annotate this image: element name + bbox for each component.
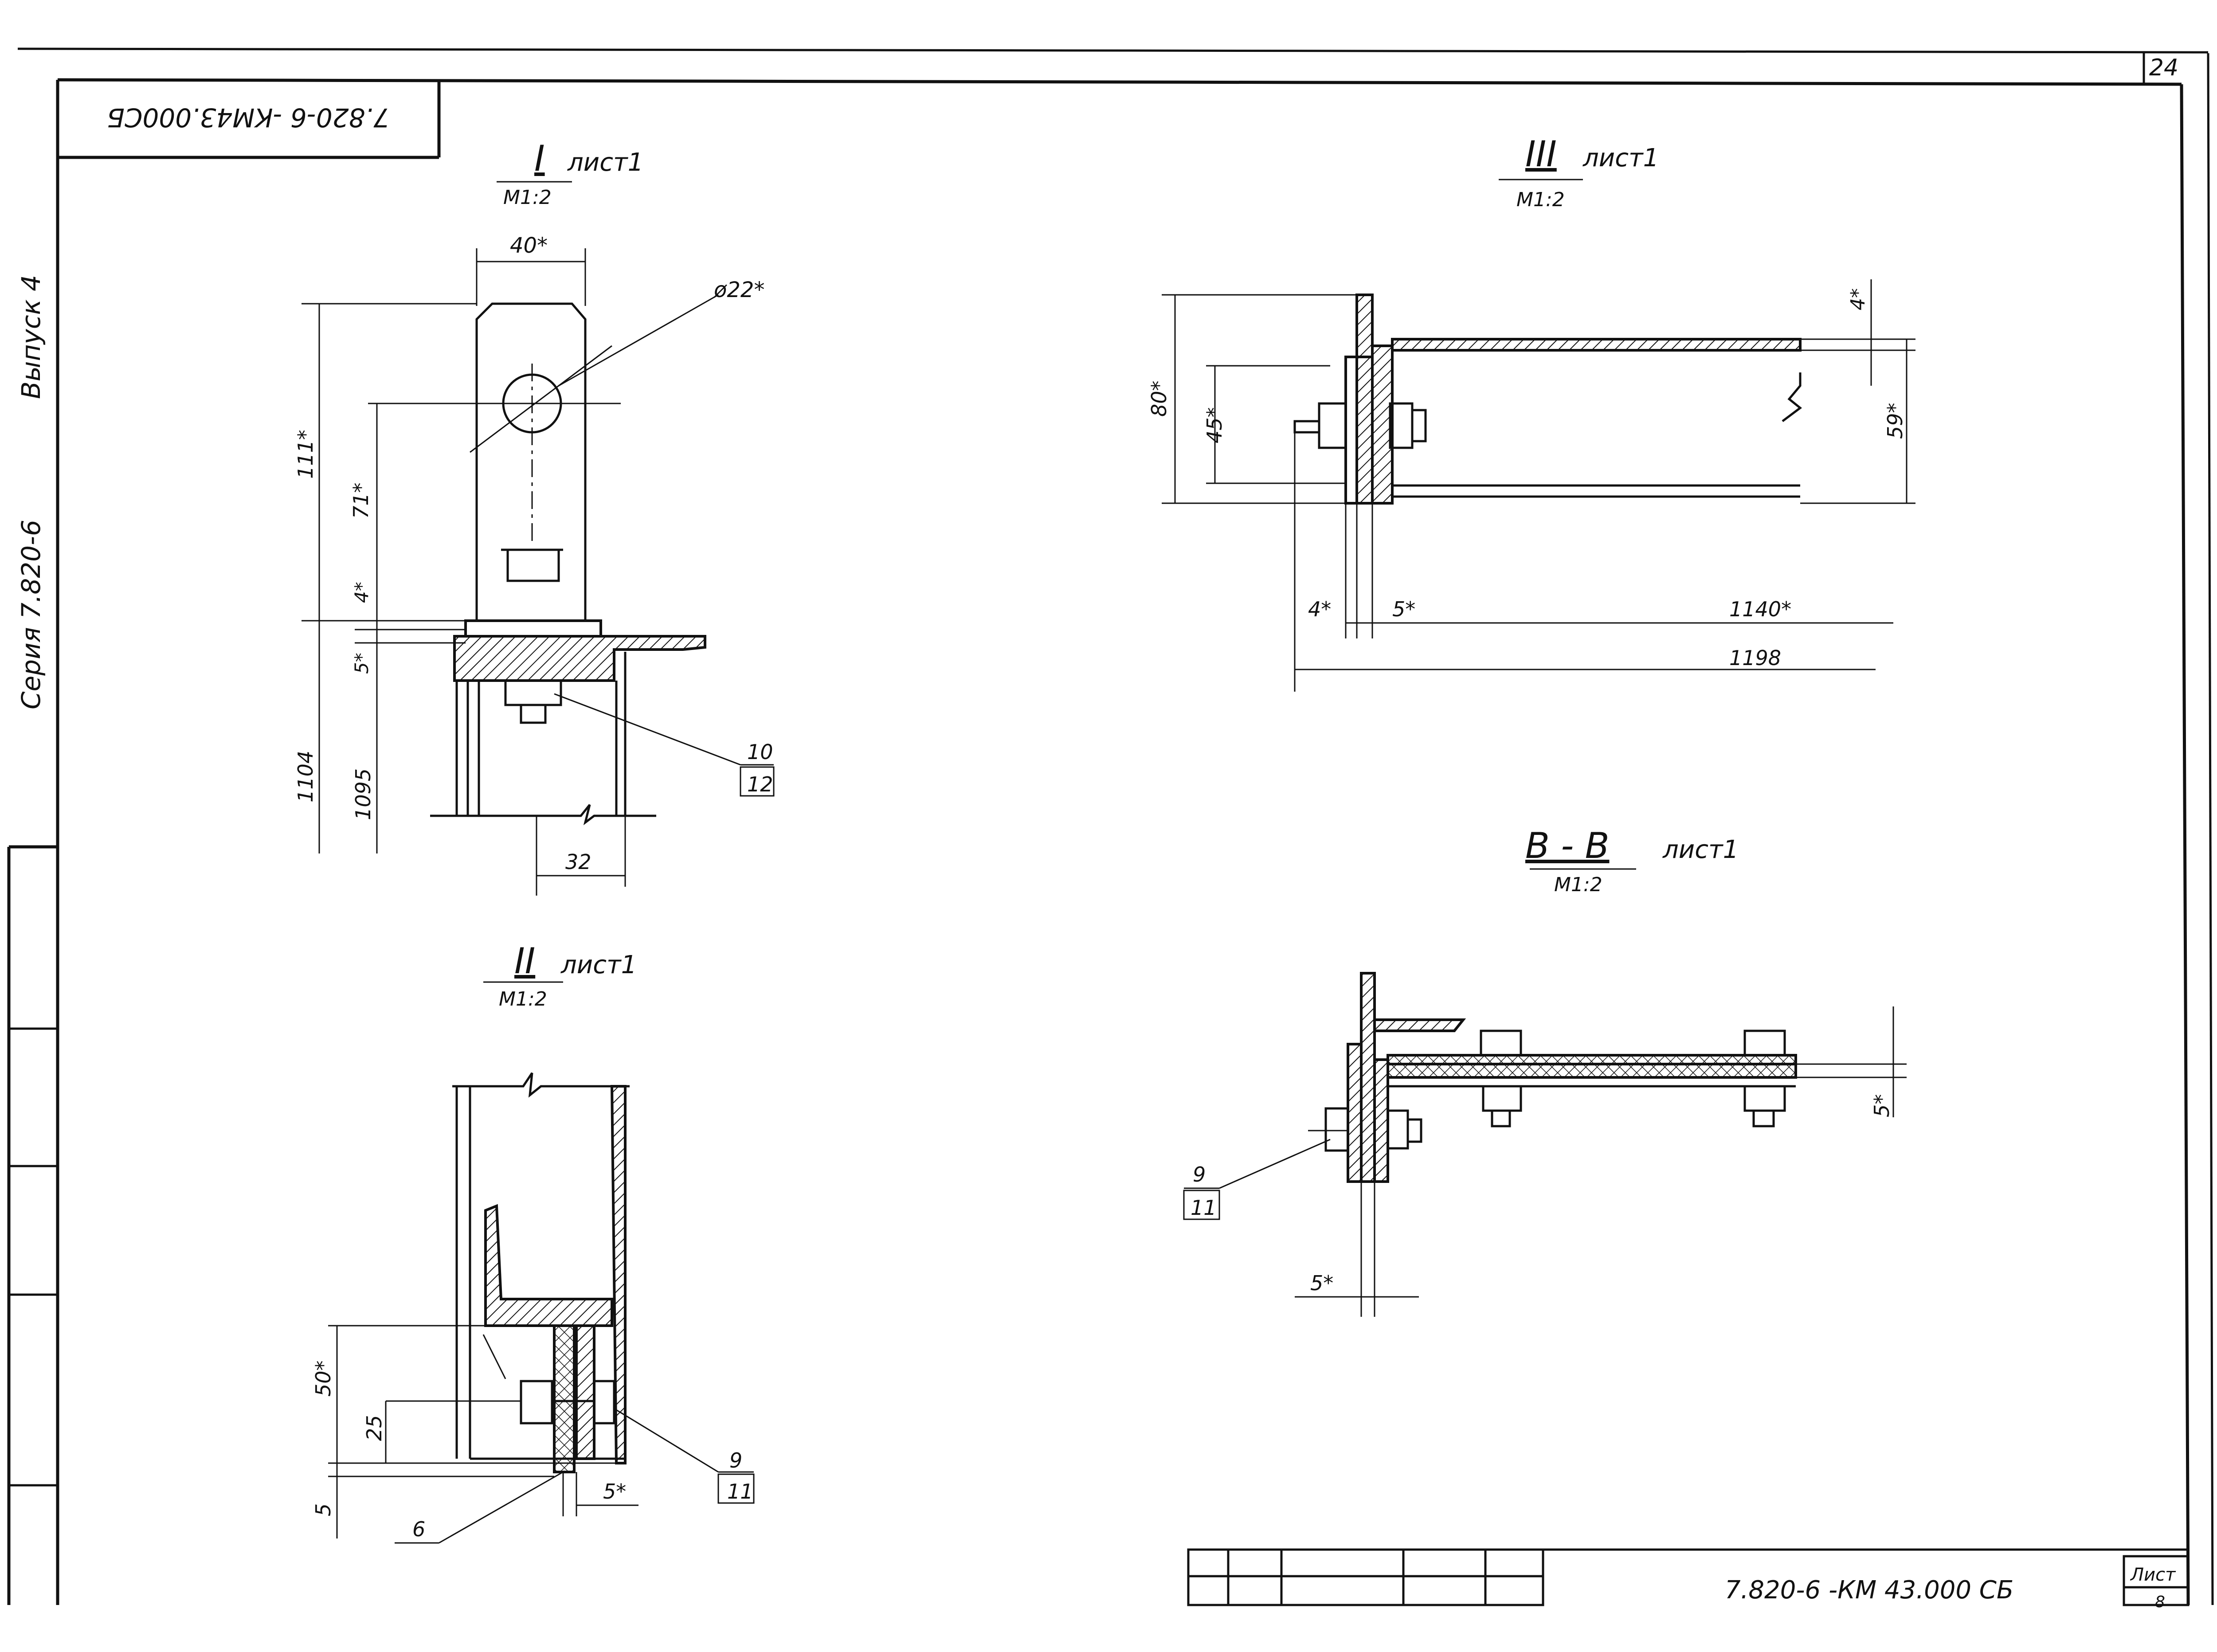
view-2-scale: М1:2 xyxy=(499,988,547,1010)
view-3: III лист1 М1:2 80* 45* 4* 59* xyxy=(1147,133,1915,692)
side-label-series: Серия 7.820-6 xyxy=(16,520,46,709)
v4-dim-bottom: 5* xyxy=(1310,1271,1333,1295)
v3-dim-top: 4* xyxy=(1847,288,1869,310)
v3-dim-len2: 1198 xyxy=(1729,646,1781,670)
v1-dim-w: 32 xyxy=(565,850,591,874)
v1-dim-diameter: ø22* xyxy=(713,278,764,302)
v1-dim-t2: 5* xyxy=(351,653,372,674)
v1-dim-hole: 71* xyxy=(349,482,373,519)
view-2: II лист1 М1:2 50* 25 5 5* xyxy=(311,940,755,1544)
v2-dim-h: 50* xyxy=(311,1360,335,1397)
view-1-title: I xyxy=(534,138,545,179)
v1-callout-top: 10 xyxy=(747,740,773,764)
page-number: 24 xyxy=(2149,55,2178,81)
v2-dim-mid: 25 xyxy=(362,1415,386,1441)
v4-callout-bottom: 11 xyxy=(1191,1196,1217,1220)
v1-dim-width: 40* xyxy=(510,233,548,258)
v1-dim-t1: 4* xyxy=(351,582,372,603)
v2-callout-bottom: 11 xyxy=(727,1480,753,1503)
title-block-sheet-label: Лист xyxy=(2130,1565,2176,1585)
view-1-sheet: лист1 xyxy=(567,148,643,177)
view-3-scale: М1:2 xyxy=(1516,188,1565,211)
v1-dim-total: 111* xyxy=(294,430,317,479)
v1-dim-l1: 1104 xyxy=(294,751,317,803)
view-1: I лист1 М1:2 40* ø22* xyxy=(294,138,775,896)
v2-dim-bot: 5 xyxy=(311,1503,335,1516)
title-block-code: 7.820-6 -КМ 43.000 СБ xyxy=(1725,1576,2013,1605)
view-4-scale: М1:2 xyxy=(1554,873,1602,896)
view-3-sheet: лист1 xyxy=(1582,144,1659,172)
view-4: В - В лист1 М1:2 5* 5* 9 xyxy=(1183,825,1907,1317)
approval-strip xyxy=(7,845,58,1605)
v4-dim-right: 5* xyxy=(1870,1094,1894,1117)
v3-dim-right: 59* xyxy=(1883,403,1907,439)
v3-dim-b: 5* xyxy=(1392,597,1415,621)
title-block-sheet-value: 8 xyxy=(2155,1593,2165,1611)
v3-dim-mid: 45* xyxy=(1203,407,1226,443)
v2-dim-t: 5* xyxy=(603,1480,626,1503)
corner-stamp: 7.820-6 -КМ43.000СБ xyxy=(58,80,441,159)
view-4-sheet: лист1 xyxy=(1662,835,1739,864)
v1-callout-bottom: 12 xyxy=(747,772,773,796)
view-2-title: II xyxy=(514,940,535,982)
corner-stamp-text: 7.820-6 -КМ43.000СБ xyxy=(107,102,390,133)
view-1-scale: М1:2 xyxy=(503,186,552,209)
view-4-title: В - В xyxy=(1525,825,1610,866)
v1-dim-l2: 1095 xyxy=(351,768,375,820)
v3-dim-len1: 1140* xyxy=(1729,597,1791,621)
title-block: 7.820-6 -КМ 43.000 СБ Лист 8 xyxy=(1187,1548,2190,1611)
v2-callout-top: 9 xyxy=(729,1448,742,1472)
v3-dim-a: 4* xyxy=(1308,597,1331,621)
sheet-frame xyxy=(17,47,2214,1605)
side-label-issue: Выпуск 4 xyxy=(16,275,46,399)
v2-callout-part: 6 xyxy=(412,1517,425,1541)
view-2-sheet: лист1 xyxy=(560,951,637,979)
v4-callout-top: 9 xyxy=(1193,1163,1206,1186)
v3-dim-h: 80* xyxy=(1147,380,1171,417)
view-3-title: III xyxy=(1525,133,1557,175)
